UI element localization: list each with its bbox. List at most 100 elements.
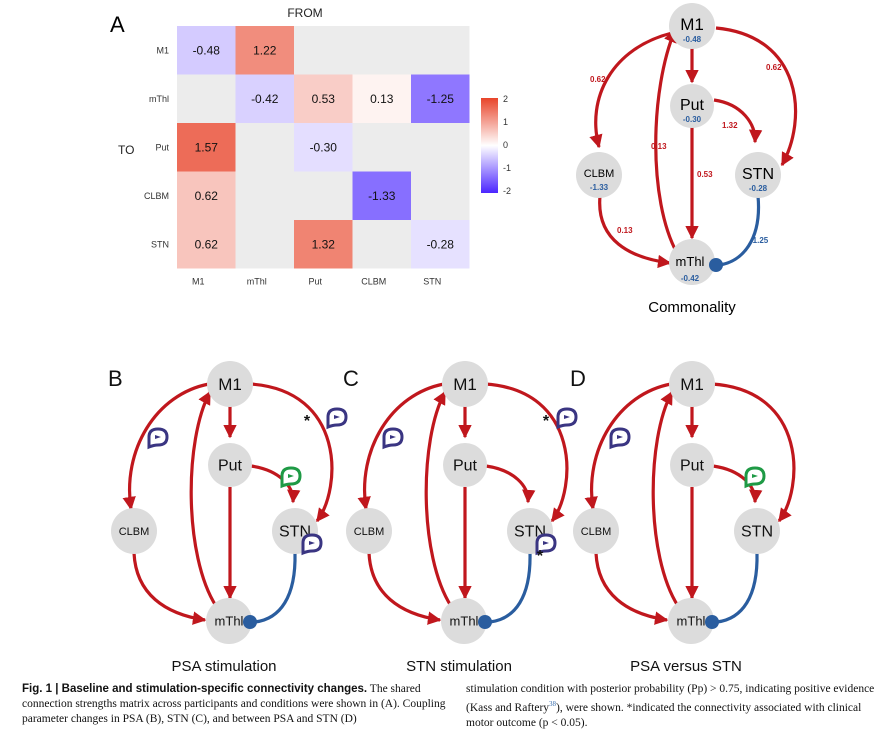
edge-mthl-m1 xyxy=(189,390,218,607)
panel-label-c: C xyxy=(343,366,359,391)
heatmap-cell xyxy=(411,171,470,220)
heatmap-cell xyxy=(177,74,236,123)
weight-clbm-mthl: 0.13 xyxy=(617,226,633,235)
caption-right-text-1: stimulation condition with posterior pro… xyxy=(466,683,875,714)
heatmap-cell-value: -0.48 xyxy=(193,43,221,57)
node-label-clbm: CLBM xyxy=(584,168,615,180)
modulation-badge-icon xyxy=(280,466,302,489)
node-mthl xyxy=(441,598,487,644)
node-label-mthl: mThl xyxy=(676,254,705,269)
edge-mthl-m1 xyxy=(654,28,679,254)
heatmap-cell xyxy=(294,171,353,220)
heatmap-col-label: mThl xyxy=(247,277,267,287)
node-label-put: Put xyxy=(218,458,243,475)
inhibitory-terminal xyxy=(478,615,492,629)
heatmap-cell xyxy=(294,26,353,75)
heatmap-cell-value: -0.30 xyxy=(310,140,338,154)
modulation-badge-icon xyxy=(382,427,404,450)
heatmap-row-label: Put xyxy=(155,142,169,152)
heatmap-cell xyxy=(235,171,294,220)
node-label-put: Put xyxy=(680,458,705,475)
node-label-put: Put xyxy=(453,458,478,475)
edge-m1-clbm xyxy=(584,382,672,511)
node-label-clbm: CLBM xyxy=(119,526,150,538)
node-clbm xyxy=(346,508,392,554)
node-put xyxy=(670,84,714,128)
node-m1 xyxy=(442,361,488,407)
heatmap-cell-value: 0.13 xyxy=(370,92,394,106)
edge-clbm-mthl xyxy=(598,195,672,269)
edge-clbm-mthl xyxy=(594,552,669,625)
heatmap-cell-value: 0.53 xyxy=(312,92,336,106)
node-self-mthl: -0.42 xyxy=(681,274,700,283)
node-self-stn: -0.28 xyxy=(749,184,768,193)
heatmap-cell xyxy=(352,123,411,172)
colorbar-tick-neg1: -1 xyxy=(503,163,511,173)
weight-put-stn: 1.32 xyxy=(722,121,738,130)
heatmap-cell xyxy=(411,123,470,172)
heatmap-cell xyxy=(294,123,353,172)
heatmap-row-label: CLBM xyxy=(144,191,169,201)
heatmap-cell xyxy=(177,123,236,172)
caption-left-text: The shared connection strengths matrix a… xyxy=(22,683,446,725)
heatmap-row-label: M1 xyxy=(156,45,169,55)
node-label-mthl: mThl xyxy=(677,614,706,629)
heatmap-cell xyxy=(177,171,236,220)
node-self-put: -0.30 xyxy=(683,115,702,124)
panel-title: PSA versus STN xyxy=(630,658,742,675)
panel-label-a: A xyxy=(110,12,125,37)
edge-m1-stn xyxy=(249,382,334,523)
heatmap-cell-value: 0.62 xyxy=(195,237,219,251)
colorbar-tick-1: 1 xyxy=(503,117,508,127)
caption-right: stimulation condition with posterior pro… xyxy=(466,682,878,731)
colorbar-tick-0: 0 xyxy=(503,140,508,150)
caption-left: Fig. 1 | Baseline and stimulation-specif… xyxy=(22,682,454,727)
modulation-badge-icon xyxy=(609,427,631,450)
panel-title: PSA stimulation xyxy=(171,658,276,675)
colorbar-tick-2: 2 xyxy=(503,94,508,104)
heatmap-cell xyxy=(235,123,294,172)
node-label-mthl: mThl xyxy=(450,614,479,629)
edge-stn-mthl xyxy=(254,552,297,624)
heatmap-from-title: FROM xyxy=(287,6,322,20)
modulation-badge-icon xyxy=(147,427,169,450)
node-label-m1: M1 xyxy=(218,375,242,394)
weight-mthl-m1: 0.13 xyxy=(651,142,667,151)
heatmap-cell xyxy=(294,220,353,269)
node-m1 xyxy=(207,361,253,407)
node-label-clbm: CLBM xyxy=(581,526,612,538)
node-m1 xyxy=(669,361,715,407)
node-mthl xyxy=(668,598,714,644)
edge-m1-stn xyxy=(715,26,798,167)
node-put xyxy=(443,443,487,487)
heatmap-cell xyxy=(235,220,294,269)
heatmap-cell xyxy=(235,26,294,75)
heatmap-row-label: mThl xyxy=(149,94,169,104)
node-stn xyxy=(734,508,780,554)
heatmap-cell xyxy=(352,171,411,220)
inhibitory-terminal xyxy=(243,615,257,629)
edge-stn-mthl xyxy=(489,552,532,624)
edge-put-stn xyxy=(485,464,536,504)
weight-put-mthl: 0.53 xyxy=(697,170,713,179)
caption-ref: 38 xyxy=(549,700,557,708)
heatmap-row-label: STN xyxy=(151,239,169,249)
edge-mthl-m1 xyxy=(424,390,453,607)
node-label-m1: M1 xyxy=(680,15,704,34)
node-label-mthl: mThl xyxy=(215,614,244,629)
weight-m1-clbm: 0.62 xyxy=(590,75,606,84)
heatmap-cell-value: 0.62 xyxy=(195,189,219,203)
edge-mthl-m1 xyxy=(651,390,680,607)
edge-stn-mthl xyxy=(718,195,761,267)
modulation-badge-icon xyxy=(301,533,323,556)
heatmap-cell-value: -0.42 xyxy=(251,92,279,106)
node-label-stn: STN xyxy=(741,524,773,541)
node-clbm xyxy=(111,508,157,554)
significance-star: * xyxy=(543,413,550,430)
heatmap-cell xyxy=(352,220,411,269)
heatmap-col-label: Put xyxy=(308,277,322,287)
